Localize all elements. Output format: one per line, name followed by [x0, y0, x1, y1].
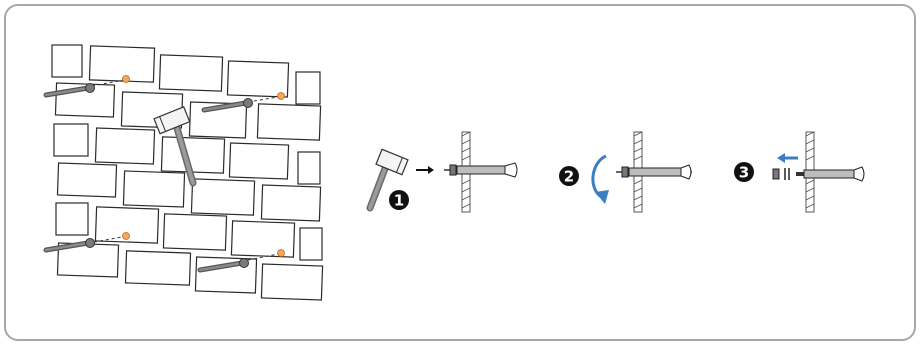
hole-marker: [277, 249, 285, 257]
nut-washer-icon: [772, 168, 790, 180]
hole-markers: [91, 75, 285, 261]
expansion-bolt-icon: [616, 164, 692, 180]
brick-wall-icon: [51, 44, 324, 301]
right-arrow-icon: [428, 166, 434, 174]
step-number: 1: [394, 192, 404, 210]
step-2: 2: [559, 131, 692, 213]
step-1: 1: [366, 131, 518, 213]
step-3: 3: [734, 131, 865, 213]
step-number: 3: [739, 164, 749, 182]
expansion-bolt-icon: [444, 162, 518, 178]
hammer-icon: [153, 106, 197, 187]
step-number-badge: [559, 166, 579, 186]
expansion-bolt-icon: [796, 166, 865, 182]
rotate-arrow-icon: [591, 154, 607, 198]
hole-marker: [122, 232, 130, 240]
step-number-badge: [734, 162, 754, 182]
step-number: 2: [564, 168, 574, 186]
step-number-badge: [389, 190, 409, 210]
left-arrow-icon: [777, 153, 785, 163]
hammer-icon: [366, 148, 409, 212]
hole-marker: [277, 92, 285, 100]
hole-marker: [122, 75, 130, 83]
